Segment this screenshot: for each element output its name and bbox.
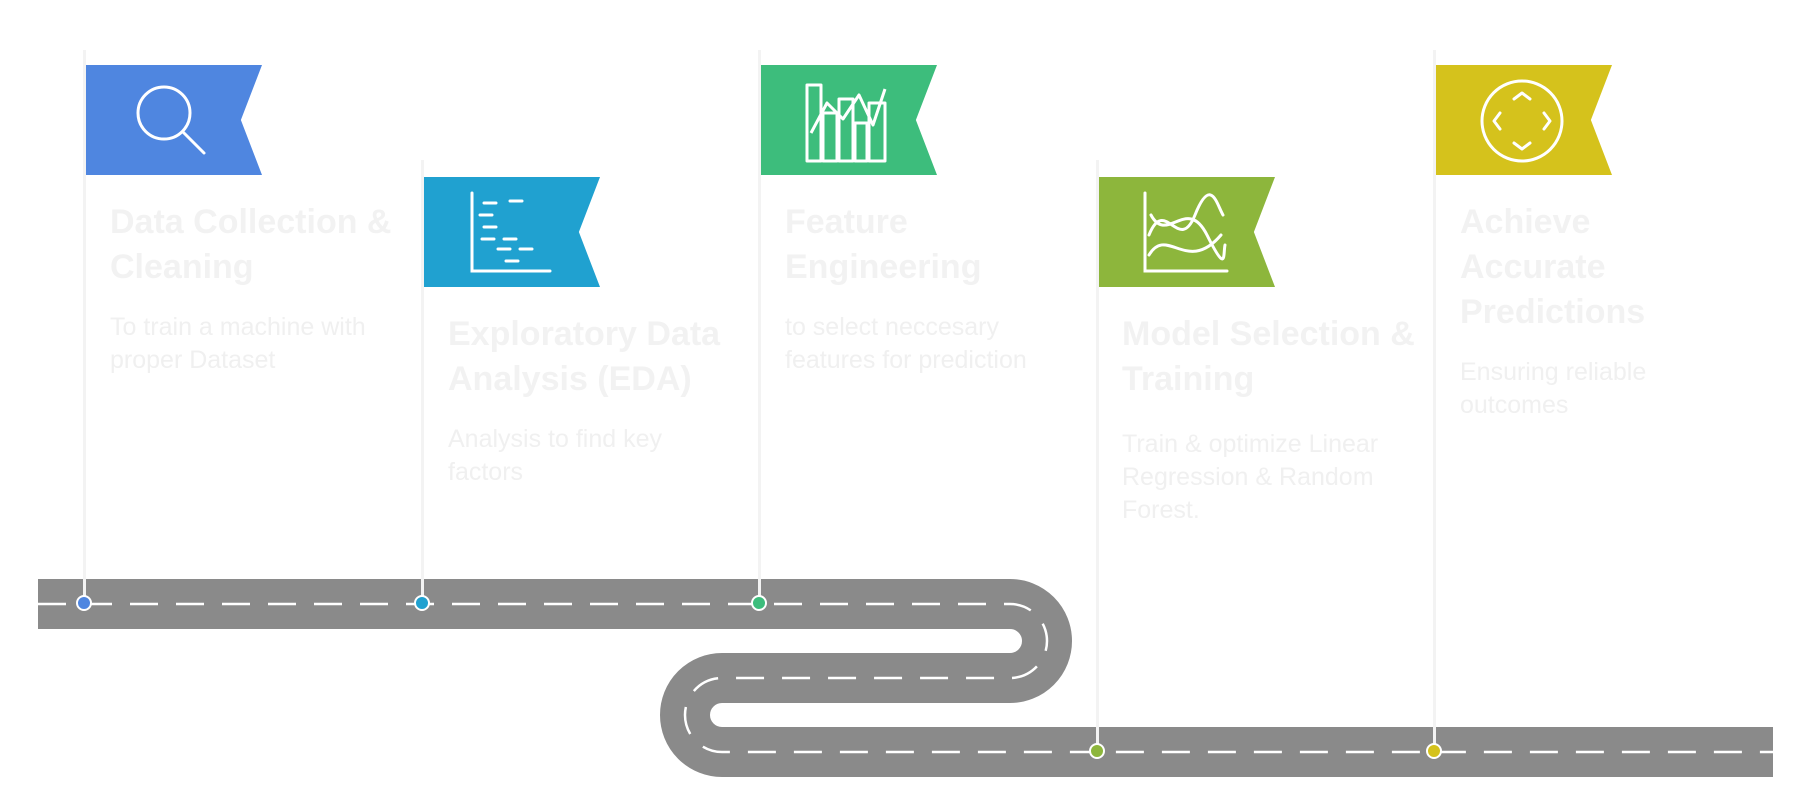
step-3-pole (758, 50, 761, 604)
step-4-pole (1096, 160, 1099, 752)
step-4-flag (1099, 177, 1275, 287)
step-1-pole (83, 50, 86, 604)
step-4-title: Model Selection & Training (1122, 315, 1415, 398)
step-3-description: to select neccesary features for predict… (785, 313, 1027, 374)
step-5-pole (1433, 50, 1436, 752)
step-3-flag (761, 65, 937, 175)
step-2-marker (414, 595, 430, 611)
step-2-pole (421, 160, 424, 604)
step-5-title: Achieve Accurate Predictions (1460, 203, 1646, 331)
step-5-marker (1426, 743, 1442, 759)
step-3-title: Feature Engineering (785, 203, 982, 286)
step-2-description: Analysis to find key factors (448, 425, 662, 486)
step-1-description: To train a machine with proper Dataset (110, 313, 366, 374)
step-4-marker (1089, 743, 1105, 759)
step-1-marker (76, 595, 92, 611)
magnifier-icon (136, 85, 206, 155)
step-5-flag (1436, 65, 1612, 175)
step-2-flag (424, 177, 600, 287)
step-2-title: Exploratory Data Analysis (EDA) (448, 315, 721, 398)
scatter-plot-icon (470, 191, 552, 273)
step-1-title: Data Collection & Cleaning (110, 203, 392, 286)
step-4-description: Train & optimize Linear Regression & Ran… (1122, 430, 1379, 524)
line-chart-icon (1143, 191, 1229, 273)
bar-chart-icon (805, 83, 887, 163)
step-1-flag (86, 65, 262, 175)
step-5-description: Ensuring reliable outcomes (1460, 358, 1647, 419)
target-icon (1480, 79, 1564, 163)
step-3-marker (751, 595, 767, 611)
